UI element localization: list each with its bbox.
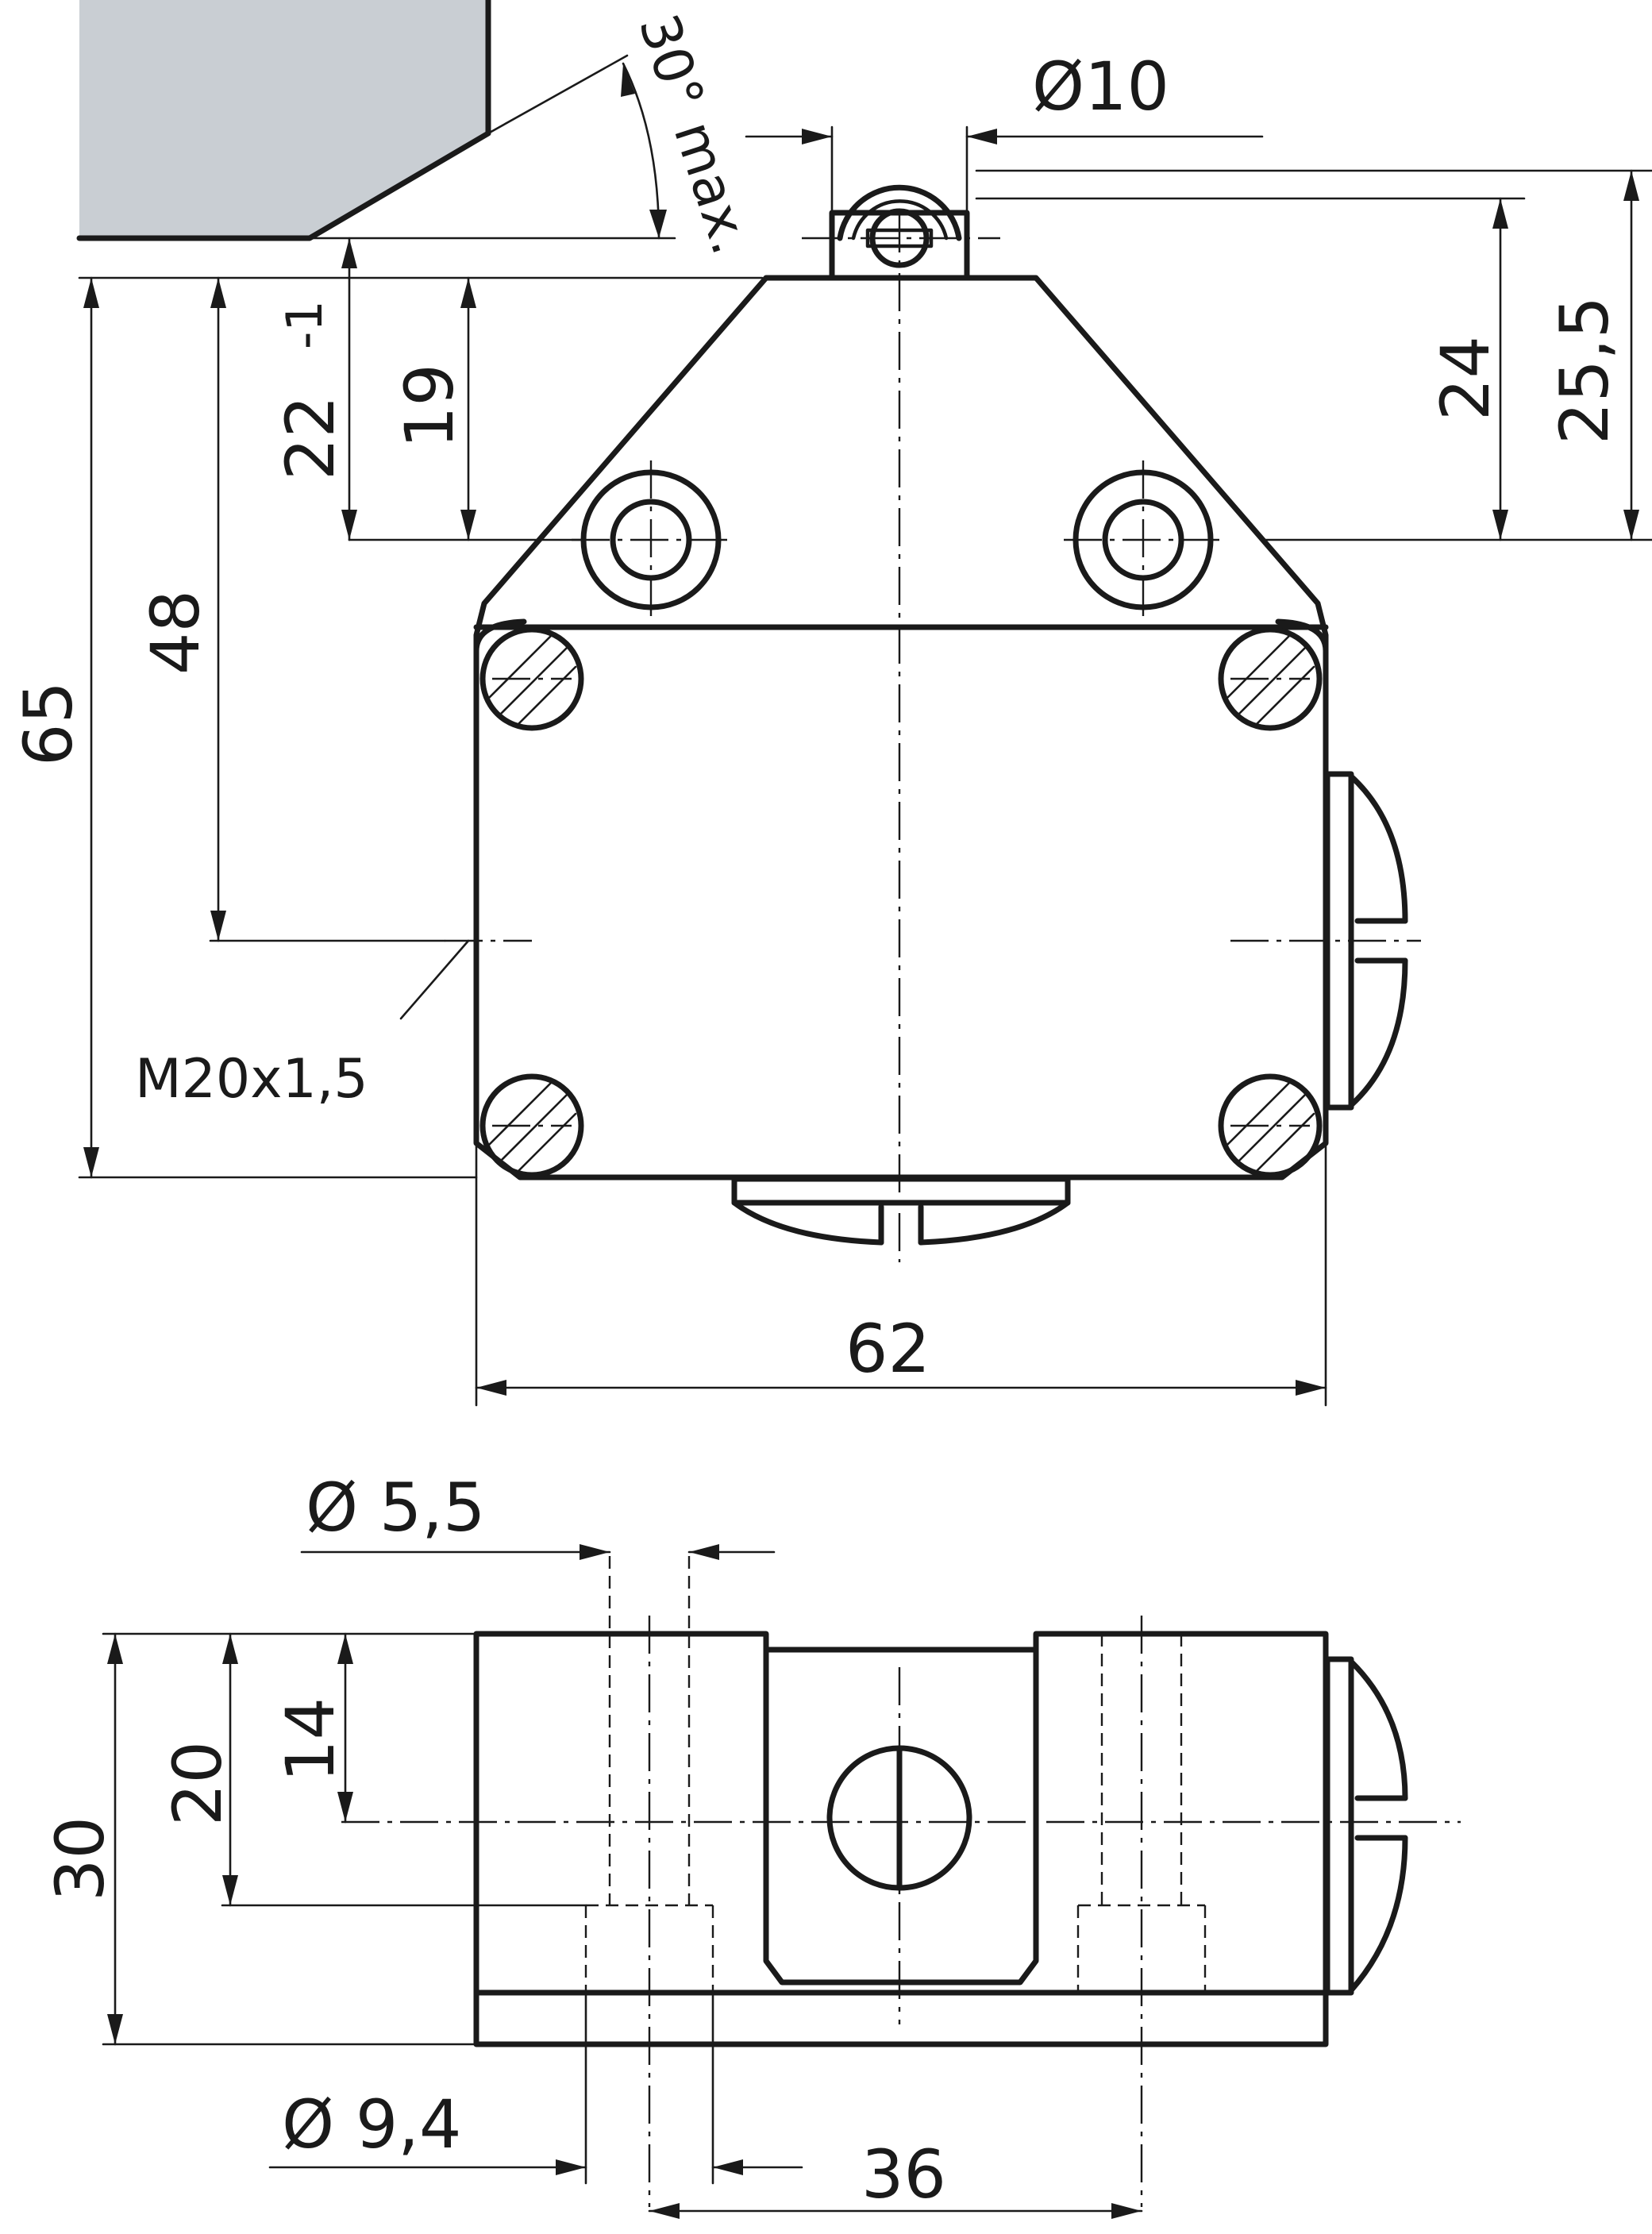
cable-gland-bottom <box>731 1176 1071 1246</box>
svg-text:22: 22 <box>271 395 349 480</box>
svg-text:25,5: 25,5 <box>1546 296 1623 445</box>
dim-height-left: 22 -1 19 <box>78 237 764 541</box>
front-view: 30° max. <box>10 0 1652 1407</box>
dim-height-65: 65 <box>10 276 478 1179</box>
svg-text:62: 62 <box>845 1310 930 1388</box>
housing <box>445 214 1421 1262</box>
svg-text:30: 30 <box>41 1816 119 1901</box>
svg-text:36: 36 <box>861 2136 946 2213</box>
svg-text:19: 19 <box>391 364 468 449</box>
svg-text:Ø 9,4: Ø 9,4 <box>282 2086 461 2163</box>
cable-gland-side <box>1324 1656 1408 1996</box>
svg-text:48: 48 <box>137 590 214 675</box>
top-view: Ø 5,5 30 20 14 Ø 9 <box>41 1469 1461 2219</box>
angle-label: 30° max. <box>626 7 763 262</box>
svg-text:M20x1,5: M20x1,5 <box>135 1048 368 1111</box>
svg-text:14: 14 <box>271 1697 349 1782</box>
svg-text:Ø10: Ø10 <box>1032 48 1169 125</box>
dim-hole-5-5: Ø 5,5 <box>300 1469 776 1560</box>
actuator-cam <box>79 0 488 238</box>
dim-depth: 30 20 14 <box>41 1632 587 2046</box>
dim-width-62: 62 <box>475 1142 1327 1407</box>
svg-text:-1: -1 <box>275 300 333 349</box>
svg-text:65: 65 <box>10 681 87 766</box>
dim-hole-9-4: Ø 9,4 <box>268 1991 803 2185</box>
dim-height-48: 48 <box>137 276 446 942</box>
svg-text:24: 24 <box>1427 336 1504 421</box>
dim-roller-diameter: Ø10 <box>745 48 1264 214</box>
dim-spacing-36: 36 <box>648 2136 1143 2219</box>
dim-height-right: 24 25,5 <box>975 169 1652 541</box>
thread-callout: M20x1,5 <box>135 939 470 1111</box>
svg-text:20: 20 <box>159 1741 237 1826</box>
cover-screws <box>479 626 1323 1178</box>
svg-text:Ø 5,5: Ø 5,5 <box>306 1469 485 1546</box>
hidden-mounting-holes <box>584 1556 1207 1993</box>
